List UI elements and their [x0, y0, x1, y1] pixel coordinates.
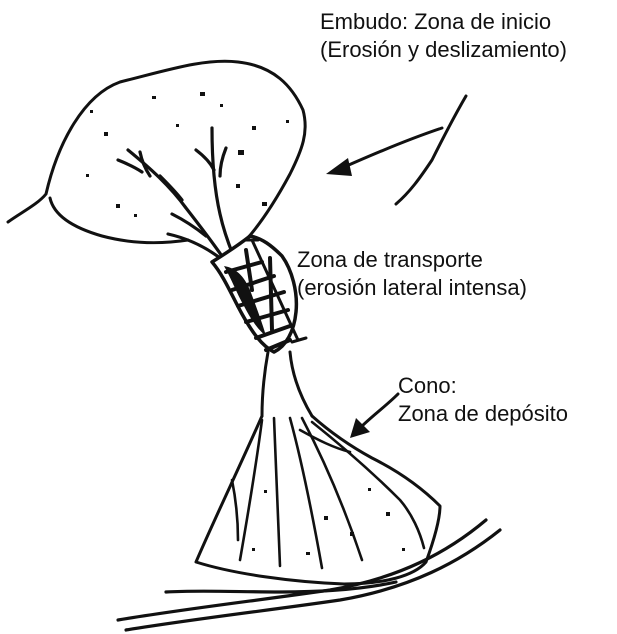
river-lines [118, 520, 500, 630]
funnel-zone-label-line1: Embudo: Zona de inicio [320, 8, 567, 36]
cone-channels [232, 418, 424, 568]
neck-lines [262, 352, 312, 416]
cone-outline [196, 416, 440, 584]
transport-zone-label: Zona de transporte (erosión lateral inte… [297, 246, 527, 302]
upper-river-line [396, 96, 466, 204]
transport-zone-label-line1: Zona de transporte [297, 246, 527, 274]
cone-zone-label-line2: Zona de depósito [398, 400, 568, 428]
cone-arrow [360, 394, 398, 428]
funnel-arrow-head [326, 158, 352, 176]
funnel-arrow [342, 128, 442, 168]
transport-zone-label-line2: (erosión lateral intensa) [297, 274, 527, 302]
funnel-zone-label: Embudo: Zona de inicio (Erosión y desliz… [320, 8, 567, 64]
funnel-zone-label-line2: (Erosión y deslizamiento) [320, 36, 567, 64]
cone-zone-label-line1: Cono: [398, 372, 568, 400]
cone-zone-label: Cono: Zona de depósito [398, 372, 568, 428]
funnel-outline [8, 61, 305, 242]
